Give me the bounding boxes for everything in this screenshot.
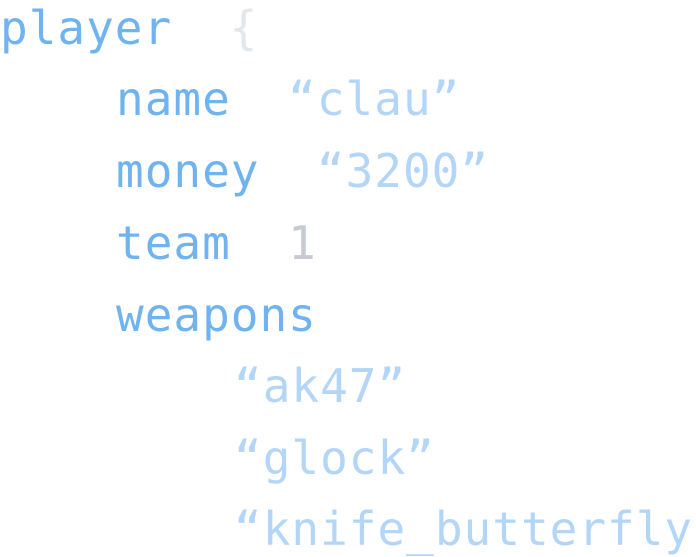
field-team-value: 1 bbox=[288, 216, 317, 270]
field-weapons-key: weapons bbox=[116, 288, 317, 342]
field-money-line: money “3200” bbox=[116, 143, 489, 199]
field-team-key: team bbox=[116, 216, 231, 270]
open-brace: { bbox=[229, 1, 259, 55]
field-weapons-line: weapons bbox=[116, 287, 317, 343]
weapon-item-value: “glock” bbox=[234, 431, 435, 485]
field-money-key: money bbox=[116, 144, 260, 198]
field-money-value: “3200” bbox=[316, 144, 490, 198]
field-team-line: team 1 bbox=[116, 215, 317, 271]
weapon-item-value: “ak47” bbox=[234, 359, 407, 413]
root-key: player bbox=[0, 1, 173, 55]
field-name-line: name “clau” bbox=[116, 71, 460, 127]
weapon-item: “ak47” bbox=[234, 358, 406, 414]
weapon-item-value: “knife_butterfly” bbox=[234, 502, 696, 556]
root-line: player { bbox=[0, 0, 258, 56]
field-name-key: name bbox=[116, 72, 231, 126]
field-name-value: “clau” bbox=[288, 72, 461, 126]
weapon-item: “glock” bbox=[234, 430, 435, 486]
weapon-item: “knife_butterfly” bbox=[234, 501, 696, 557]
